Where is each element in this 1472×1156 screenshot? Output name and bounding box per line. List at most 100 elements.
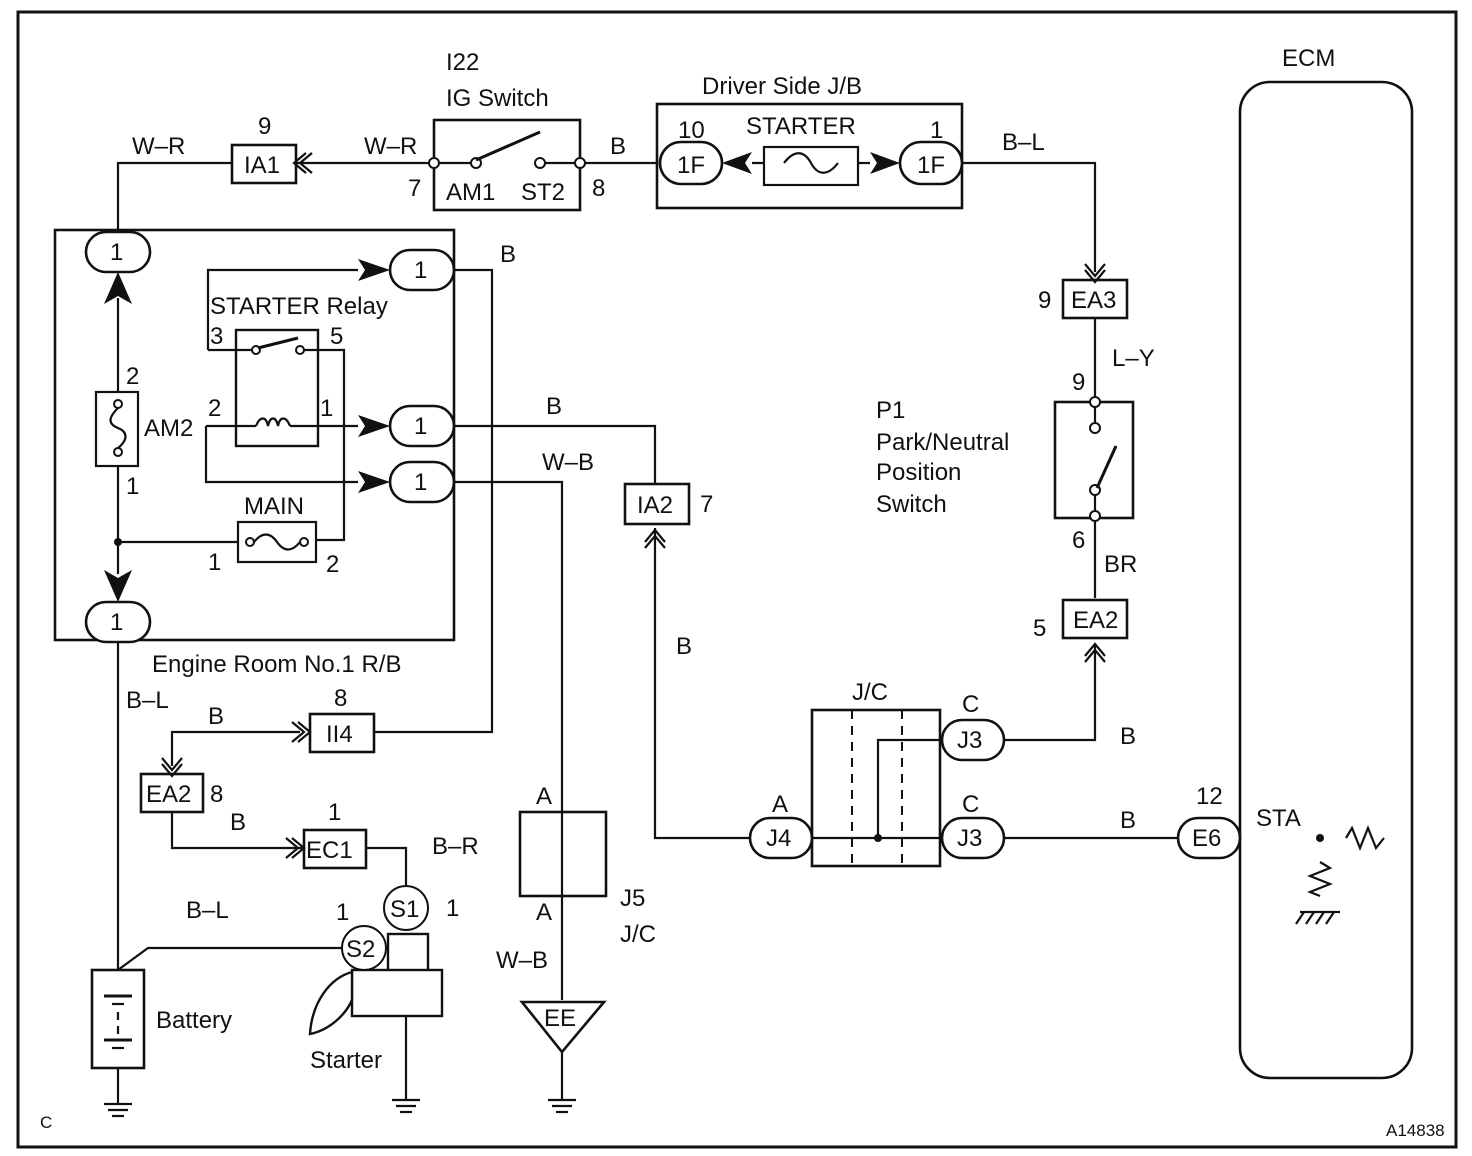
wire-b-l-top: B–L [1002,129,1045,156]
ii4-label: II4 [326,721,353,748]
jc-j3-bottom: J3 [957,825,982,852]
ea2-right-pin: 5 [1033,615,1046,642]
relay-pin-1: 1 [320,395,333,422]
jc-label-c2: C [962,791,979,818]
am2-pin-1: 1 [126,473,139,500]
figure-id: A14838 [1386,1121,1445,1140]
ecm-series-resistor [1345,825,1385,851]
starter-pin-s1: 1 [446,895,459,922]
junction-j5: A A J5 J/C [518,783,656,948]
battery-label: Battery [156,1007,232,1034]
park-neutral-switch: P1 Park/Neutral Position Switch 9 6 [876,369,1135,554]
ig-switch-code: I22 [446,49,479,76]
ig-switch-st2: ST2 [521,179,565,206]
starter-s1: S1 [390,896,419,923]
driver-jb-label: Driver Side J/B [702,73,862,100]
pn-switch-line3: Switch [876,491,947,518]
jc-label-c1: C [962,691,979,718]
wire-w-r-mid: W–R [364,133,417,160]
ig-switch-am1: AM1 [446,179,495,206]
engine-rb-label: Engine Room No.1 R/B [152,651,401,678]
driver-side-jb: Driver Side J/B STARTER 1F 1F 10 1 [655,73,964,210]
e6-label: E6 [1192,825,1221,852]
connector-ec1: EC1 1 [285,799,368,870]
am2-pin-2: 2 [126,363,139,390]
ea2-right-label: EA2 [1073,607,1118,634]
ea3-pin: 9 [1038,287,1051,314]
wire-l-y: L–Y [1112,345,1155,372]
connector-ea2-right: EA2 5 [1033,598,1129,663]
starter-relay-body [234,328,320,448]
wire-b-j3-top: B [1120,723,1136,750]
wire-b-top: B [610,133,626,160]
battery-ground-icon [104,1102,132,1118]
ig-switch: I22 IG Switch AM1 ST2 7 8 [408,49,605,212]
connector-ii4: II4 8 [291,685,376,754]
relay-pin-3: 3 [210,323,223,350]
starter-ground-icon [392,1098,420,1114]
wire-b-r: B–R [432,833,479,860]
jb-pin-10: 10 [678,117,705,144]
ee-label: EE [544,1005,576,1032]
starter-solenoid [386,932,430,974]
connector-ia1: IA1 9 [230,113,313,185]
jb-pin-1: 1 [930,117,943,144]
connector-ea2-left: EA2 8 [139,757,223,814]
ia1-pin: 9 [258,113,271,140]
starter-pin-s2: 1 [336,899,349,926]
wire-color-labels: W–R W–R B B–L B B W–B L–Y BR B B B B–L B… [126,129,1155,974]
wire-w-b-main: W–B [542,449,594,476]
starter-fuse-icon [762,145,860,187]
main-pin-1: 1 [208,549,221,576]
ig-switch-pin-7: 7 [408,175,421,202]
wire-w-b-gnd: W–B [496,947,548,974]
wire-b-relay: B [500,241,516,268]
wire-b-coil: B [546,393,562,420]
jc-label: J/C [852,679,888,706]
ia2-label: IA2 [637,492,673,519]
ecm-ground-icon [1295,910,1340,925]
relay-pin-5: 5 [330,323,343,350]
starter-relay-label: STARTER Relay [210,293,388,320]
rb-top-conn: 1 [110,239,123,266]
engine-room-rb: Engine Room No.1 R/B 1 1 1 1 1 AM2 2 1 S… [53,228,456,678]
j5-bottom: A [536,899,552,926]
j5-top: A [536,783,552,810]
ii4-pin: 8 [334,685,347,712]
pn-switch-line2: Position [876,459,961,486]
starter-body [350,968,444,1018]
starter-fuse-label: STARTER [746,113,856,140]
j5-name: J5 [620,885,645,912]
wire-br: BR [1104,551,1137,578]
ecm-sta-label: STA [1256,805,1301,832]
ec1-pin: 1 [328,799,341,826]
wire-b-ec1: B [230,809,246,836]
rb-bottom-conn: 1 [110,609,123,636]
ec1-label: EC1 [306,837,353,864]
ecm-label: ECM [1282,45,1335,72]
ea3-label: EA3 [1071,287,1116,314]
jb-conn-right: 1F [917,152,945,179]
ig-switch-name: IG Switch [446,85,549,112]
jb-conn-left: 1F [677,152,705,179]
rb-coil-out: 1 [414,413,427,440]
jc-j3-top: J3 [957,727,982,754]
pn-switch-pin-6: 6 [1072,527,1085,554]
junction-connector-jc: J/C J3 J3 J4 C C A [748,679,1006,868]
pn-switch-code: P1 [876,397,905,424]
ground-ee: EE [519,1000,607,1055]
jc-j4: J4 [766,825,791,852]
battery: Battery [90,968,232,1070]
connector-ia2: IA2 7 [623,482,713,549]
wire-b-l-batt: B–L [186,897,229,924]
starter-label: Starter [310,1047,382,1074]
starter-gear-icon [308,970,354,1036]
jc-label-a: A [772,791,788,818]
ea2-left-pin: 8 [210,781,223,808]
ecm-block: ECM STA [1238,45,1414,1080]
e6-pin: 12 [1196,783,1223,810]
ecm-shunt-resistor [1307,861,1333,898]
wire-b-ii4: B [208,703,224,730]
ia1-label: IA1 [244,152,280,179]
